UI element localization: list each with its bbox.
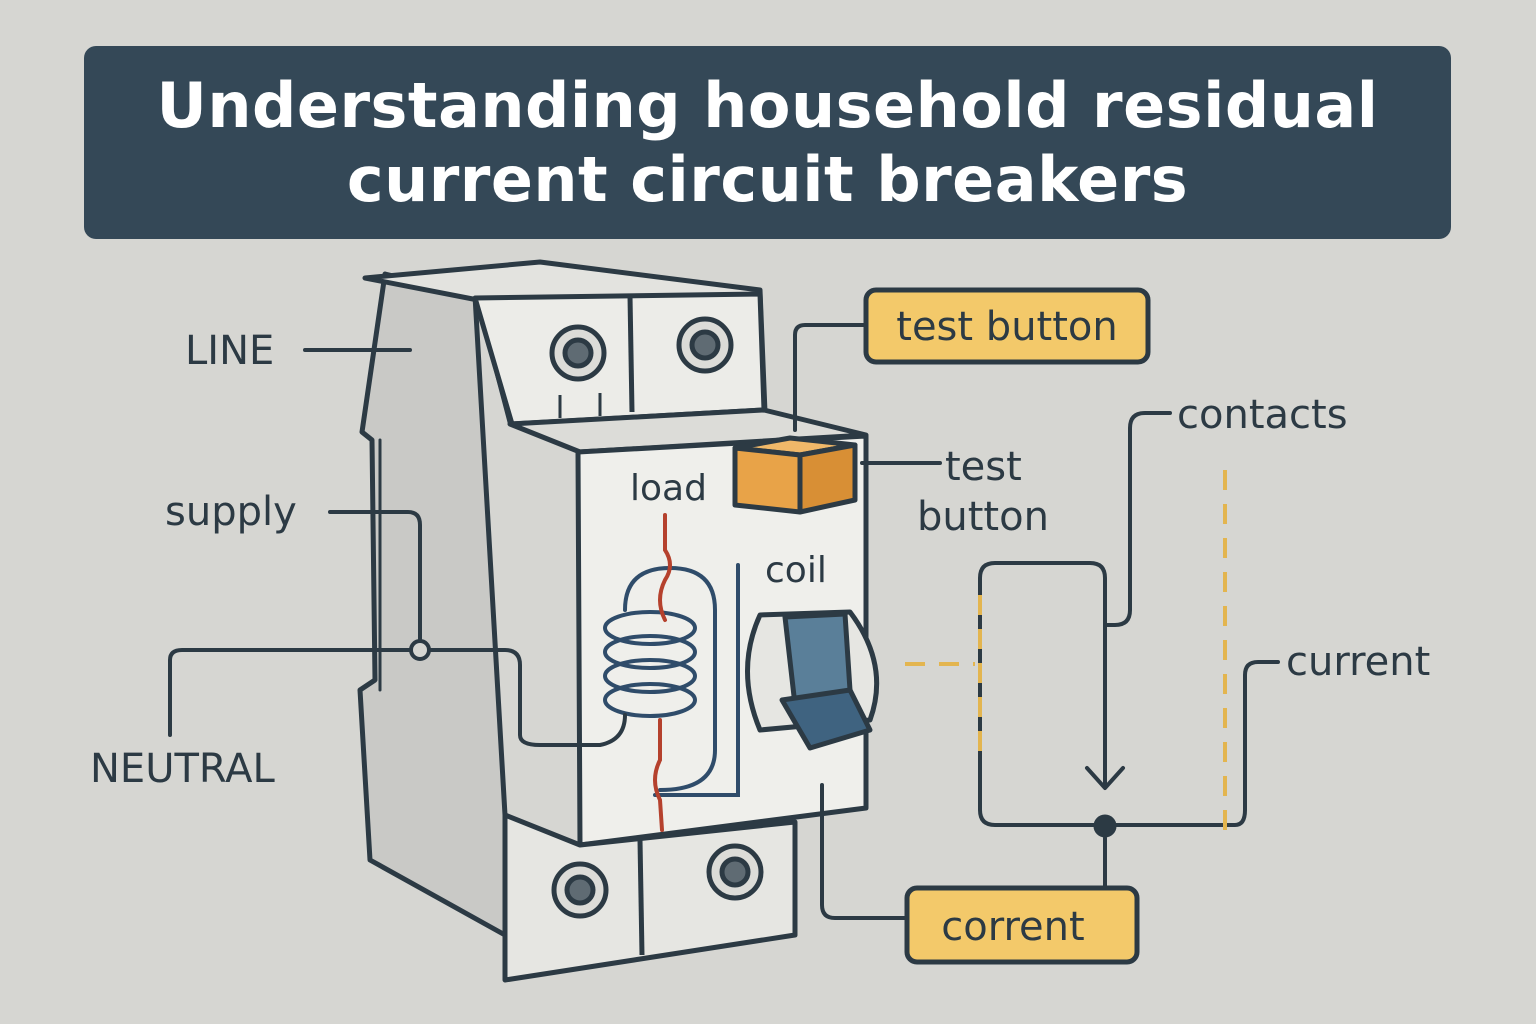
contact-arrow xyxy=(1085,766,1125,790)
leader-supply xyxy=(328,510,422,647)
terminal-screw-head xyxy=(562,337,594,369)
test-button-label-box xyxy=(863,287,1151,365)
supply-label: supply xyxy=(165,489,297,535)
supply-junction-dot xyxy=(409,639,431,661)
contact-junction-dot xyxy=(1093,814,1117,838)
load-label: load xyxy=(630,468,707,509)
leader-corrent xyxy=(820,783,912,920)
coil-turn xyxy=(603,658,697,694)
coil-turn xyxy=(603,634,697,670)
neutral-label: NEUTRAL xyxy=(90,746,275,792)
leader-neutral xyxy=(168,648,627,747)
line-label: LINE xyxy=(185,328,274,374)
test-button-block xyxy=(732,435,858,515)
load-wire-upper xyxy=(658,513,672,622)
terminal-screw-head xyxy=(564,874,596,906)
leader-contacts xyxy=(1103,411,1172,627)
current-label: current xyxy=(1286,639,1430,685)
coil-lead-right xyxy=(623,565,717,792)
breaker-bottom-housing xyxy=(502,812,798,983)
breaker-body xyxy=(357,259,869,983)
coil-return-wire xyxy=(653,563,740,797)
coil-assembly xyxy=(603,513,740,832)
coil-turn xyxy=(603,610,697,646)
leader-lines xyxy=(168,323,942,920)
test-button-side-label-line1: test xyxy=(945,444,1022,490)
terminal-screw-head xyxy=(719,856,751,888)
corrent-label: corrent xyxy=(941,904,1084,950)
load-wire-lower xyxy=(653,718,664,832)
coil-turn xyxy=(603,682,697,718)
terminal-screws xyxy=(549,316,764,919)
test-button-side-label-line2: button xyxy=(917,494,1049,540)
coil-label: coil xyxy=(765,550,827,591)
breaker-side-panel xyxy=(357,271,508,938)
toggle-switch xyxy=(745,609,880,751)
terminal-screw-head xyxy=(689,329,721,361)
contacts-circuit xyxy=(978,411,1280,890)
circuit-loop xyxy=(978,561,1280,827)
bottom-divider xyxy=(637,839,645,956)
dashed-guides xyxy=(905,470,1227,840)
title-banner: Understanding household residual current… xyxy=(84,46,1451,239)
diagram-title: Understanding household residual current… xyxy=(156,68,1379,216)
top-divider xyxy=(627,295,635,413)
corrent-label-box xyxy=(904,885,1140,965)
leader-test-button-box xyxy=(793,323,867,432)
test-button-label: test button xyxy=(896,304,1117,350)
contacts-label: contacts xyxy=(1177,392,1348,438)
